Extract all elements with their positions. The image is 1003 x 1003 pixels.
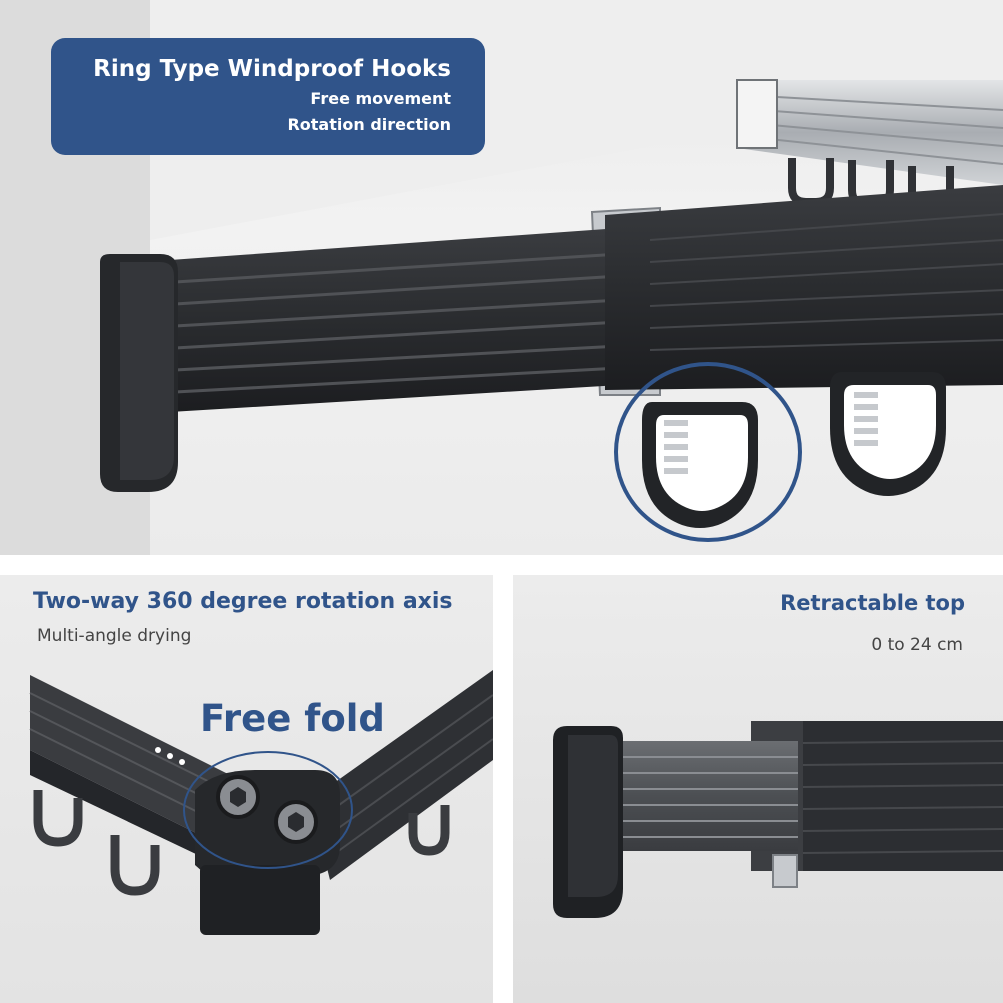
outer-rail <box>605 185 1003 390</box>
hooks-callout-box: Ring Type Windproof Hooks Free movement … <box>51 38 485 155</box>
rotation-axis-panel: Two-way 360 degree rotation axis Multi-a… <box>0 575 493 1003</box>
ring-hook-right <box>830 372 946 496</box>
retract-inner-rail <box>613 741 798 851</box>
retractable-range-label: 0 to 24 cm <box>871 635 963 655</box>
retractable-rail-illustration <box>553 721 1003 918</box>
hooks-callout-line-1: Free movement <box>310 89 451 108</box>
rotation-axis-subtitle: Multi-angle drying <box>37 626 192 646</box>
hooks-callout-title: Ring Type Windproof Hooks <box>93 56 451 82</box>
joint-highlight-ellipse <box>183 751 353 869</box>
inner-rail <box>170 228 620 412</box>
free-fold-label: Free fold <box>200 697 385 740</box>
top-rail-illustration <box>0 0 1003 555</box>
retractable-top-panel: Retractable top 0 to 24 cm <box>513 575 1003 1003</box>
top-product-panel: Ring Type Windproof Hooks Free movement … <box>0 0 1003 555</box>
ring-hook-left <box>642 402 758 528</box>
hooks-callout-line-2: Rotation direction <box>287 115 451 134</box>
retractable-top-title: Retractable top <box>780 591 965 615</box>
folding-joint-illustration <box>29 670 493 935</box>
rotation-axis-title: Two-way 360 degree rotation axis <box>33 589 453 614</box>
hook-highlight-circle <box>614 362 802 542</box>
